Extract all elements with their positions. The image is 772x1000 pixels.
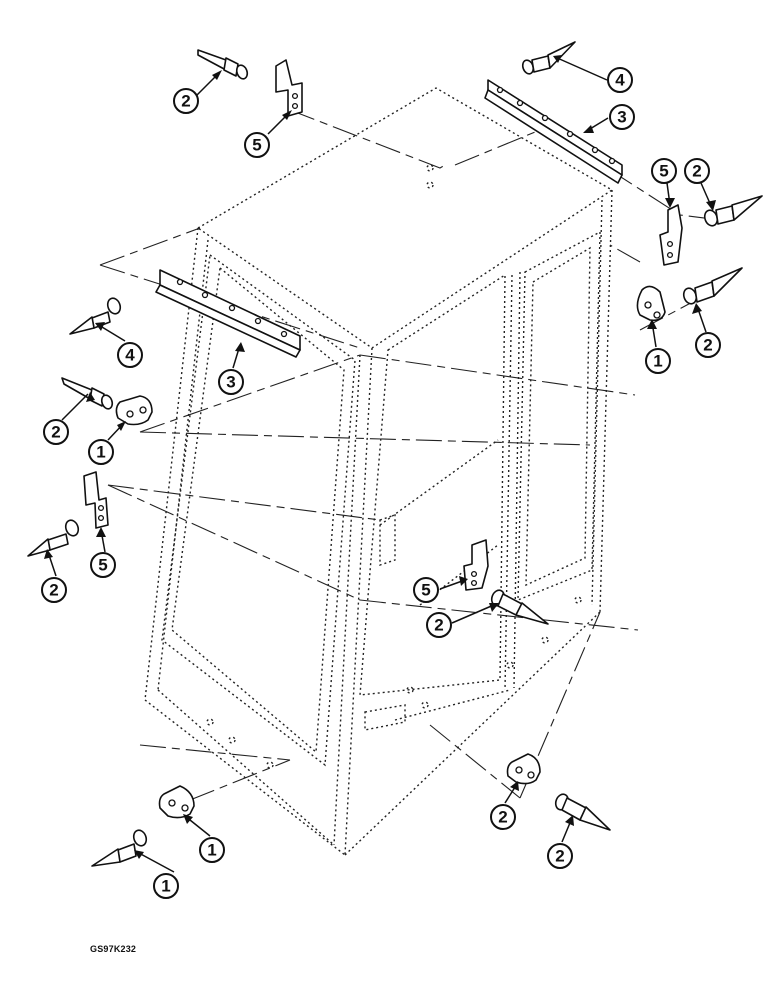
bracket-part-left bbox=[83, 471, 109, 529]
callout-balloon: 3 bbox=[218, 369, 244, 395]
callout-number: 2 bbox=[181, 92, 190, 111]
callout-number: 2 bbox=[498, 808, 507, 827]
bracket-part-right bbox=[659, 204, 683, 266]
pin-part-center bbox=[490, 589, 549, 625]
callout-balloon: 2 bbox=[684, 158, 710, 184]
pin-part-top-right bbox=[521, 41, 576, 75]
callout-balloon: 1 bbox=[153, 873, 179, 899]
bracket-part-center bbox=[463, 539, 489, 591]
callout-number: 2 bbox=[692, 162, 701, 181]
callout-balloon: 5 bbox=[244, 132, 270, 158]
cab-frame bbox=[144, 87, 614, 856]
callout-balloon: 5 bbox=[413, 577, 439, 603]
leader-lines bbox=[47, 56, 713, 873]
pin-part-left-upper bbox=[69, 297, 122, 335]
callout-number: 4 bbox=[125, 346, 135, 365]
callout-number: 3 bbox=[226, 373, 235, 392]
callout-number: 2 bbox=[51, 423, 60, 442]
strip-part-left bbox=[155, 269, 301, 358]
callout-balloon: 2 bbox=[41, 577, 67, 603]
callout-number: 5 bbox=[421, 581, 430, 600]
callout-balloon: 5 bbox=[90, 552, 116, 578]
bracket-part-top bbox=[275, 59, 303, 117]
callout-balloon: 2 bbox=[490, 804, 516, 830]
callout-number: 1 bbox=[96, 443, 105, 462]
hinge-part-right bbox=[636, 285, 666, 322]
callouts: 2 5 4 3 5 2 1 2 4 3 2 1 5 2 5 2 1 2 1 2 bbox=[41, 67, 721, 899]
callout-number: 1 bbox=[161, 877, 170, 896]
hinge-part-bottom-left bbox=[158, 785, 195, 819]
callout-number: 2 bbox=[49, 581, 58, 600]
callout-balloon: 2 bbox=[43, 419, 69, 445]
callout-number: 2 bbox=[703, 336, 712, 355]
callout-balloon: 1 bbox=[645, 348, 671, 374]
pin-part-left-lower bbox=[27, 519, 80, 557]
pin-part-bottom-right bbox=[554, 793, 611, 831]
pin-part-bottom-left bbox=[91, 829, 148, 867]
strip-part-top bbox=[484, 79, 623, 184]
callout-balloon: 1 bbox=[88, 439, 114, 465]
callout-number: 3 bbox=[617, 108, 626, 127]
pin-part-right-upper bbox=[703, 195, 763, 227]
callout-number: 5 bbox=[659, 162, 668, 181]
hinge-part-left bbox=[115, 395, 153, 426]
pin-part-right-middle bbox=[682, 267, 743, 305]
callout-balloon: 2 bbox=[547, 843, 573, 869]
callout-number: 2 bbox=[434, 616, 443, 635]
leader-arrows bbox=[44, 55, 716, 859]
drawing-code-label: GS97K232 bbox=[90, 944, 137, 954]
callout-number: 2 bbox=[555, 847, 564, 866]
hinge-part-bottom-right bbox=[506, 753, 541, 785]
callout-balloon: 4 bbox=[607, 67, 633, 93]
callout-number: 1 bbox=[653, 352, 662, 371]
callout-balloon: 5 bbox=[651, 158, 677, 184]
callout-balloon: 1 bbox=[199, 837, 225, 863]
callout-number: 5 bbox=[252, 136, 261, 155]
callout-balloon: 2 bbox=[173, 88, 199, 114]
callout-number: 4 bbox=[615, 71, 625, 90]
explosion-lines bbox=[99, 109, 721, 801]
callout-balloon: 2 bbox=[695, 332, 721, 358]
callout-balloon: 2 bbox=[426, 612, 452, 638]
callout-balloon: 4 bbox=[117, 342, 143, 368]
pin-part-top-left bbox=[197, 49, 249, 80]
callout-number: 5 bbox=[98, 556, 107, 575]
callout-number: 1 bbox=[207, 841, 216, 860]
callout-balloon: 3 bbox=[609, 104, 635, 130]
